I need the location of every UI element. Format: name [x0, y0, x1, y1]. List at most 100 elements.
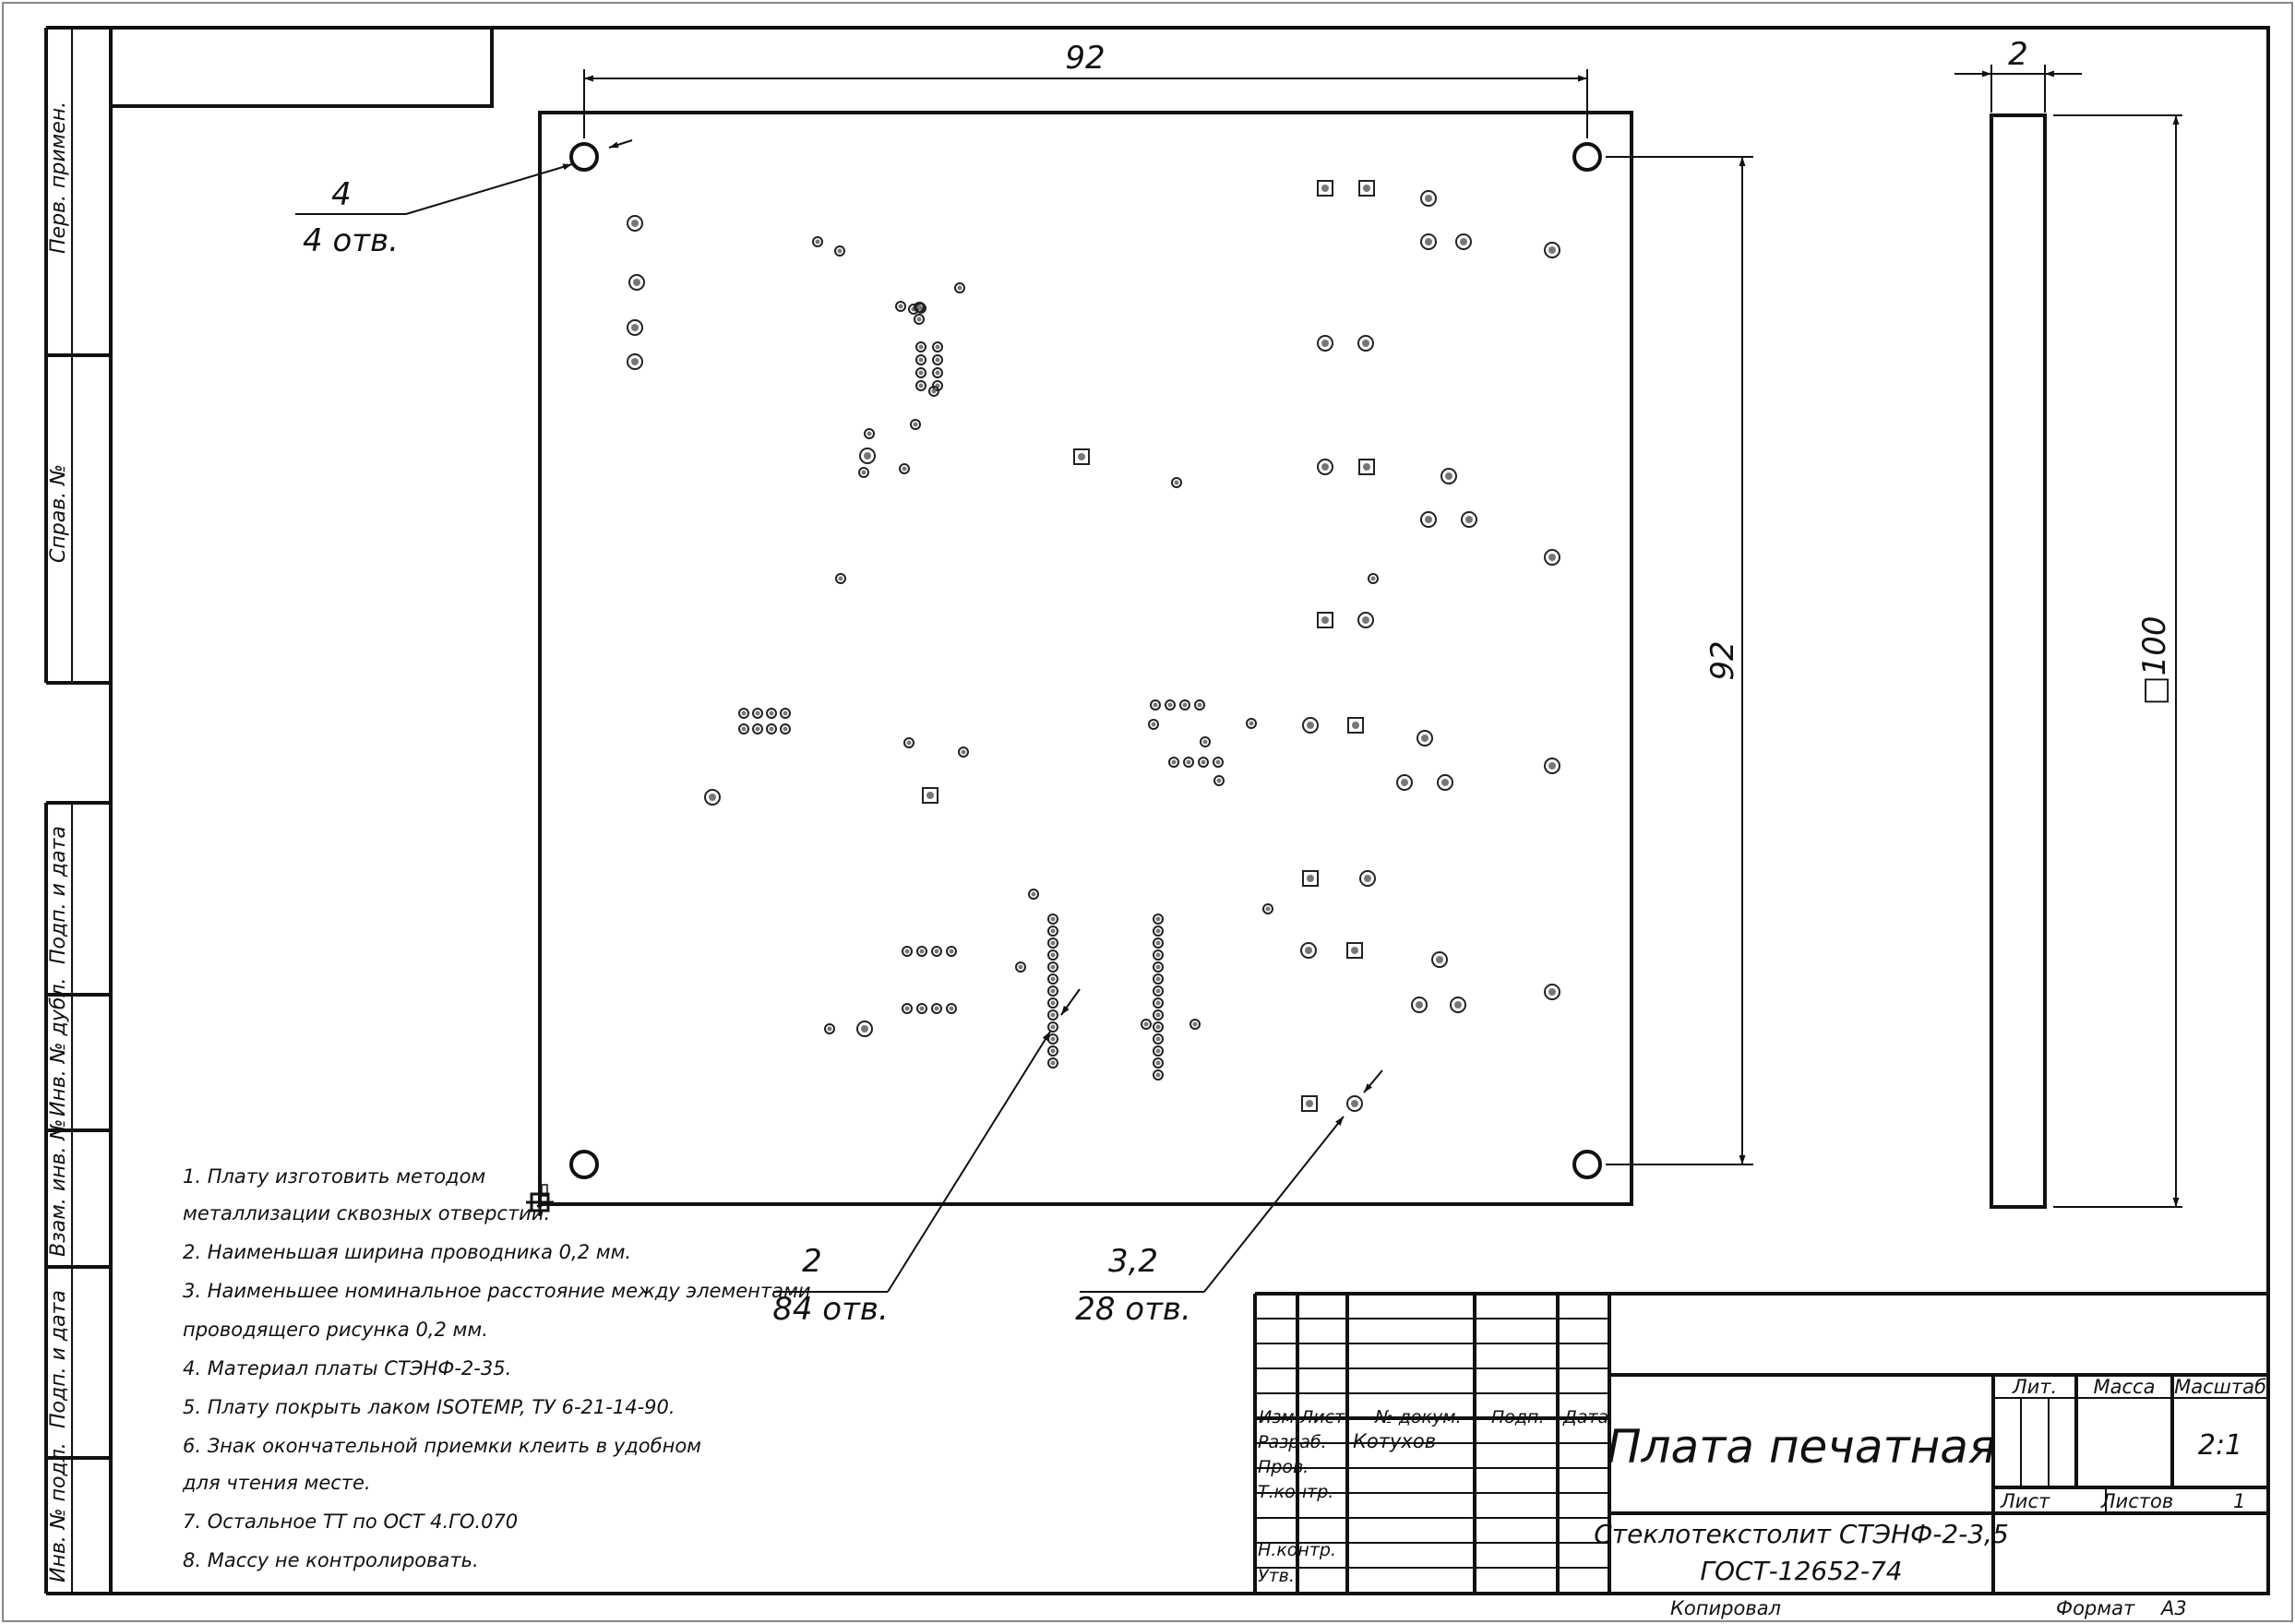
pad-hole [1548, 988, 1556, 996]
pad-hole [1216, 778, 1222, 783]
pad-hole [755, 710, 760, 716]
pad [752, 723, 763, 734]
leader-small-holes-count: 84 отв. [772, 1291, 889, 1328]
dim-right-height [1606, 156, 1753, 1165]
pad [1416, 730, 1433, 746]
pad-hole [1197, 702, 1202, 708]
pad [1047, 914, 1058, 925]
tb-developer-name: Котухов [1353, 1430, 1436, 1452]
pad-hole [1050, 952, 1056, 958]
pad [1047, 997, 1058, 1009]
pad [916, 1003, 927, 1014]
pad-hole [1031, 891, 1036, 897]
pad-hole [1548, 762, 1556, 770]
note-line: 1. Плату изготовить методом [183, 1165, 485, 1188]
note-line: 8. Массу не контролировать. [183, 1549, 479, 1571]
pad-hole [961, 749, 966, 755]
pad-hole [1465, 516, 1473, 523]
pad [1411, 997, 1428, 1013]
pad-hole [1153, 702, 1158, 708]
pad-hole [741, 710, 747, 716]
pad [627, 319, 643, 336]
pad [1317, 459, 1333, 475]
pad [915, 354, 926, 365]
pad [916, 946, 927, 957]
pad-hole [709, 794, 716, 801]
pad [1357, 335, 1374, 352]
pad-hole [1215, 759, 1221, 765]
pad [1047, 1009, 1058, 1021]
left-stamp-labels: Перв. примен. Справ. № Подп. и дата Инв.… [47, 102, 70, 1582]
pad-hole [1078, 453, 1085, 460]
pad-hole [1421, 734, 1428, 742]
pad [1544, 758, 1560, 774]
stamp-inv-dubl: Инв. № дубл. [47, 977, 70, 1116]
pad [1153, 985, 1164, 997]
pad-hole [902, 466, 907, 472]
pad-hole [633, 279, 640, 286]
pad [1440, 468, 1457, 484]
pad [946, 946, 957, 957]
pad [903, 737, 914, 748]
pad-hole [949, 949, 954, 954]
pad [1153, 937, 1164, 949]
pad-hole [1155, 976, 1161, 982]
pad-hole [906, 740, 912, 746]
pad-hole [1050, 928, 1056, 934]
pad-hole [1167, 702, 1173, 708]
leader-large-holes [1080, 1069, 1383, 1293]
pad-hole [1050, 988, 1056, 994]
pad-hole [918, 344, 924, 350]
pad [1150, 699, 1161, 710]
pad [1165, 699, 1176, 710]
pad-hole [1155, 1012, 1161, 1018]
pad-hole [931, 388, 937, 394]
pad [824, 1023, 835, 1034]
pad-hole [1362, 340, 1369, 347]
pad-hole [1018, 964, 1023, 970]
pad-square [1358, 459, 1375, 475]
pad-hole [1155, 1024, 1161, 1030]
pad [1302, 717, 1319, 734]
pad-hole [1201, 759, 1206, 765]
pad [752, 708, 763, 719]
note-line: проводящего рисунка 0,2 мм. [183, 1319, 488, 1341]
tb-listov-label: Листов [2100, 1490, 2173, 1512]
pad [780, 708, 791, 719]
tb-masshtab-label: Масштаб [2174, 1376, 2266, 1398]
dim-side-square [2053, 114, 2182, 1208]
pad-hole [1321, 340, 1329, 347]
pad-hole [1305, 947, 1312, 954]
pad-hole [1363, 463, 1370, 471]
pad [1455, 233, 1472, 250]
pad-hole [1174, 480, 1179, 485]
pad [704, 789, 721, 806]
pad [1028, 889, 1039, 900]
pad-hole [1050, 1036, 1056, 1042]
pad-hole [1155, 1048, 1161, 1054]
pad-hole [918, 357, 924, 363]
acceptance-mark-icon [526, 1184, 554, 1216]
pad-hole [1155, 1036, 1161, 1042]
pad [1317, 335, 1333, 352]
pad-hole [1425, 516, 1432, 523]
pad-hole [1155, 964, 1161, 970]
pad [1346, 1095, 1363, 1112]
pad [835, 573, 846, 584]
pad-hole [1321, 185, 1329, 192]
pad-hole [1265, 906, 1271, 912]
pad [1431, 951, 1448, 968]
pad-hole [957, 285, 962, 291]
pad-square [1073, 448, 1090, 465]
pad [915, 380, 926, 391]
tb-lit-label: Лит. [2012, 1376, 2057, 1398]
technical-notes: 1. Плату изготовить методом металлизации… [182, 1165, 811, 1571]
tb-document-name: Плата печатная [1607, 1420, 1996, 1474]
pcb-side-view [1990, 113, 2047, 1209]
pad [902, 946, 913, 957]
pad [1213, 757, 1224, 768]
pad [899, 463, 910, 474]
pad [932, 354, 943, 365]
pad [1153, 1045, 1164, 1057]
pad [1153, 961, 1164, 973]
